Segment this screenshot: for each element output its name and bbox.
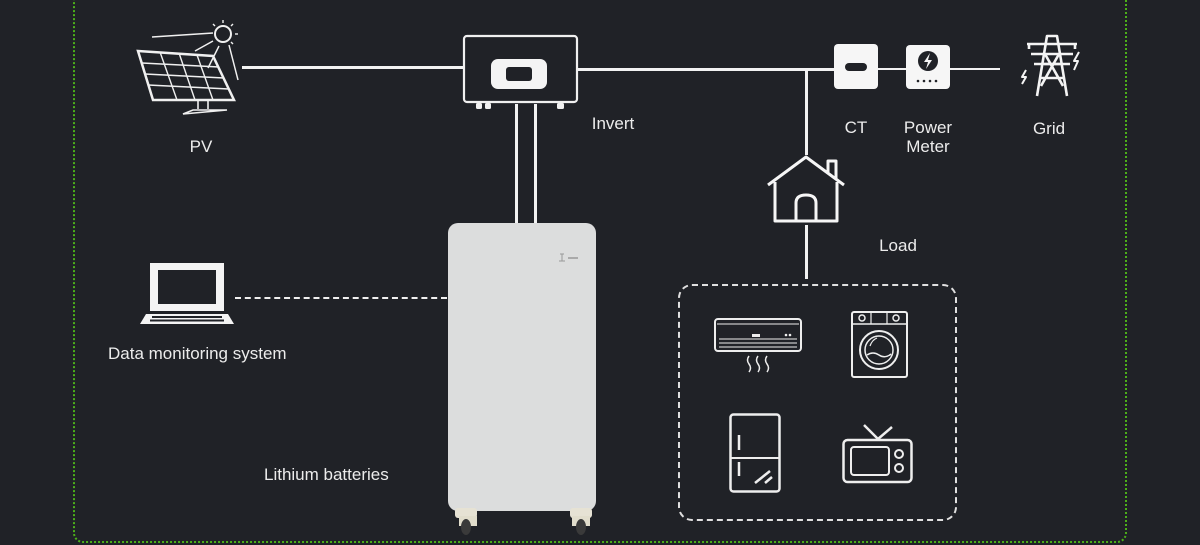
refrigerator-icon [729, 413, 781, 493]
air-conditioner-icon [714, 318, 802, 373]
grid-label: Grid [1032, 119, 1066, 138]
wire-meter-grid [950, 68, 1000, 70]
battery-caster-left-icon [455, 508, 477, 535]
brand-logo-icon [559, 253, 578, 262]
wire-house-load [805, 225, 808, 279]
battery-cabinet-icon [448, 223, 596, 511]
ct-sensor-icon [834, 44, 878, 89]
wire-pv-inverter [242, 66, 464, 69]
wire-ct-meter [878, 68, 906, 70]
battery-label: Lithium batteries [264, 465, 389, 484]
inverter-icon [462, 34, 579, 109]
house-icon [767, 155, 845, 223]
solar-panel-icon [136, 20, 239, 115]
pv-label: PV [189, 137, 213, 156]
wire-to-house [805, 69, 808, 155]
inverter-label: Invert [591, 114, 635, 133]
wire-inverter-battery-2 [534, 104, 537, 224]
power-meter-label: Power Meter [895, 118, 961, 156]
wire-inverter-ct [577, 68, 835, 71]
washing-machine-icon [851, 311, 908, 378]
laptop-icon [140, 263, 234, 324]
wire-inverter-battery-1 [515, 104, 518, 224]
transmission-tower-icon [1021, 34, 1080, 97]
power-meter-label-line2: Meter [906, 137, 950, 156]
appliance-group [678, 284, 957, 521]
battery-caster-right-icon [570, 508, 592, 535]
monitor-label: Data monitoring system [108, 344, 287, 363]
power-meter-label-line1: Power [903, 118, 953, 137]
television-icon [842, 424, 913, 484]
diagram-frame [73, 0, 1127, 543]
ct-label: CT [844, 118, 868, 137]
wire-monitor-battery [235, 297, 447, 299]
load-label: Load [879, 236, 917, 255]
power-meter-icon [906, 45, 950, 89]
